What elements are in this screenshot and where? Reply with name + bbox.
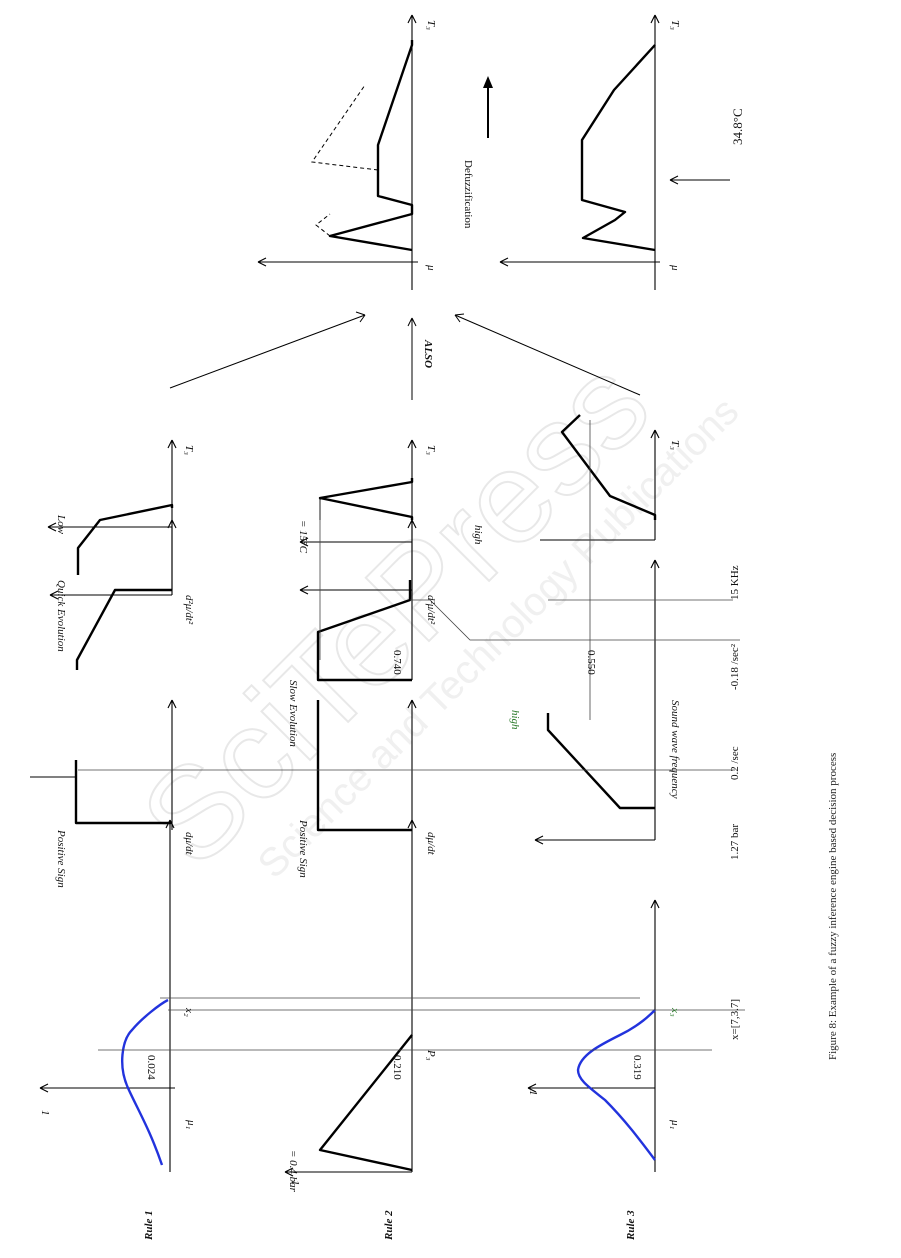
figure-caption: Figure 8: Example of a fuzzy inference e… [827,753,839,1060]
rule3-gaussian-mf [576,1009,656,1161]
input-d1: 0.2 /sec [729,746,741,780]
r1-evolution-label: Quick Evolution [55,580,67,652]
r2-sign-label: Positive Sign [297,819,309,878]
rule3-to-agg-arrow [454,314,641,396]
defuzzification-label: Defuzzification [462,160,474,229]
r1-output-label: Low [55,514,67,535]
aggregated-mf [328,40,414,252]
result-value: 34.8°C [730,108,745,145]
r2-d2mu-label: d²μ/dt² [425,595,437,625]
rule1-output-plot [47,439,177,590]
r2-p3-label: P₃ [425,1049,437,1061]
r3-freq-label: high [509,710,521,730]
rule2-label: Rule 2 [383,1210,395,1241]
rule2-sign-plot [316,699,417,832]
rule3-frequency-plot [534,559,660,845]
r2-t3-label: T₃ [425,445,437,455]
r1-dmu-label: dμ/dt [183,832,195,856]
rule-2-row [284,439,417,1177]
r3-mu1-label: μ₁ [669,1119,681,1130]
guide-lines [78,420,745,1051]
result-output-plot [499,14,660,290]
value-0319: 0.319 [631,1055,643,1080]
rule3-output-plot [540,414,660,541]
rule2-input1-plot [284,819,417,1177]
input-d2: -0.18 /sec² [729,643,741,690]
aggregated-output-plot [257,14,418,290]
result-mf [580,44,656,252]
agg-t3-label: T₃ [425,20,437,30]
watermark-main: SciTePress [113,330,676,893]
rule1-evolution-plot [49,519,177,670]
rule2-15c-mf [318,478,414,520]
rule3-high-output-mf [560,414,657,520]
rule1-gaussian-mf [121,998,169,1166]
rule2-sign-mf [316,700,412,832]
axis-labels: μ₁ 1 x₂ dμ/dt d²μ/dt² T₃ 1 P₃ dμ/dt d²μ/… [39,20,681,1186]
r3-sound-label: Sound wave frequency [669,700,681,799]
r2-one-label: 1 [289,1180,301,1186]
input-pressure: 1.27 bar [729,824,741,860]
rule-1-row [30,439,177,1172]
r2-dmu-label: dμ/dt [425,832,437,856]
r1-sign-label: Positive Sign [55,829,67,888]
rule1-label: Rule 1 [143,1210,155,1241]
input-x-vector: x=[7,3.7] [729,999,741,1040]
result-mu-label: μ [669,264,681,271]
r1-d2mu-label: d²μ/dt² [183,595,195,625]
set-labels: Positive Sign Quick Evolution Low = 0.4 … [55,514,521,1193]
agg-mu-label: μ [425,264,437,271]
rule1-sign-mf [74,760,172,825]
r3-t3-label: T₃ [669,440,681,450]
rule1-quick-evolution-mf [75,588,172,670]
r1-x2-label: x₂ [183,1007,195,1017]
rule3-input1-plot [527,899,660,1172]
rule2-pressure-mf [318,1034,413,1172]
rule1-to-agg-arrow [169,314,366,389]
r1-t3-label: T₃ [183,445,195,455]
r3-one-label: 1 [527,1090,539,1096]
input-values: x=[7,3.7] 1.27 bar 0.2 /sec -0.18 /sec² … [729,565,741,1040]
r2-input1-label: = 0.4 bar [287,1150,299,1193]
rule3-high-freq-mf [546,713,655,810]
input-freq: 15 KHz [729,565,741,600]
membership-values: 0.024 0.210 0.319 0.740 0.550 [145,650,643,1080]
value-0210: 0.210 [391,1055,403,1080]
r3-output-label: high [472,525,484,545]
also-label: ALSO [422,339,434,368]
rule-3-row [527,414,660,1172]
flow-arrows [169,76,730,400]
rule1-low-mf [76,503,174,575]
rule-labels: Rule 1 Rule 2 Rule 3 [143,1210,637,1241]
r1-one-label: 1 [39,1110,51,1116]
r3-x3-label: x₃ [669,1007,681,1017]
rule2-slow-evolution-mf [316,580,412,682]
rule3-label: Rule 3 [625,1210,637,1241]
r2-evolution-label: Slow Evolution [287,680,299,747]
rule1-input1-plot [39,819,175,1172]
value-0550: 0.550 [585,650,597,675]
r2-output-label: = 15°C [297,520,309,554]
result-t3-label: T₃ [669,20,681,30]
r1-mu1-label: μ₁ [185,1119,197,1130]
rule1-sign-plot [30,699,177,830]
value-0740: 0.740 [391,650,403,675]
value-0024: 0.024 [145,1055,157,1080]
